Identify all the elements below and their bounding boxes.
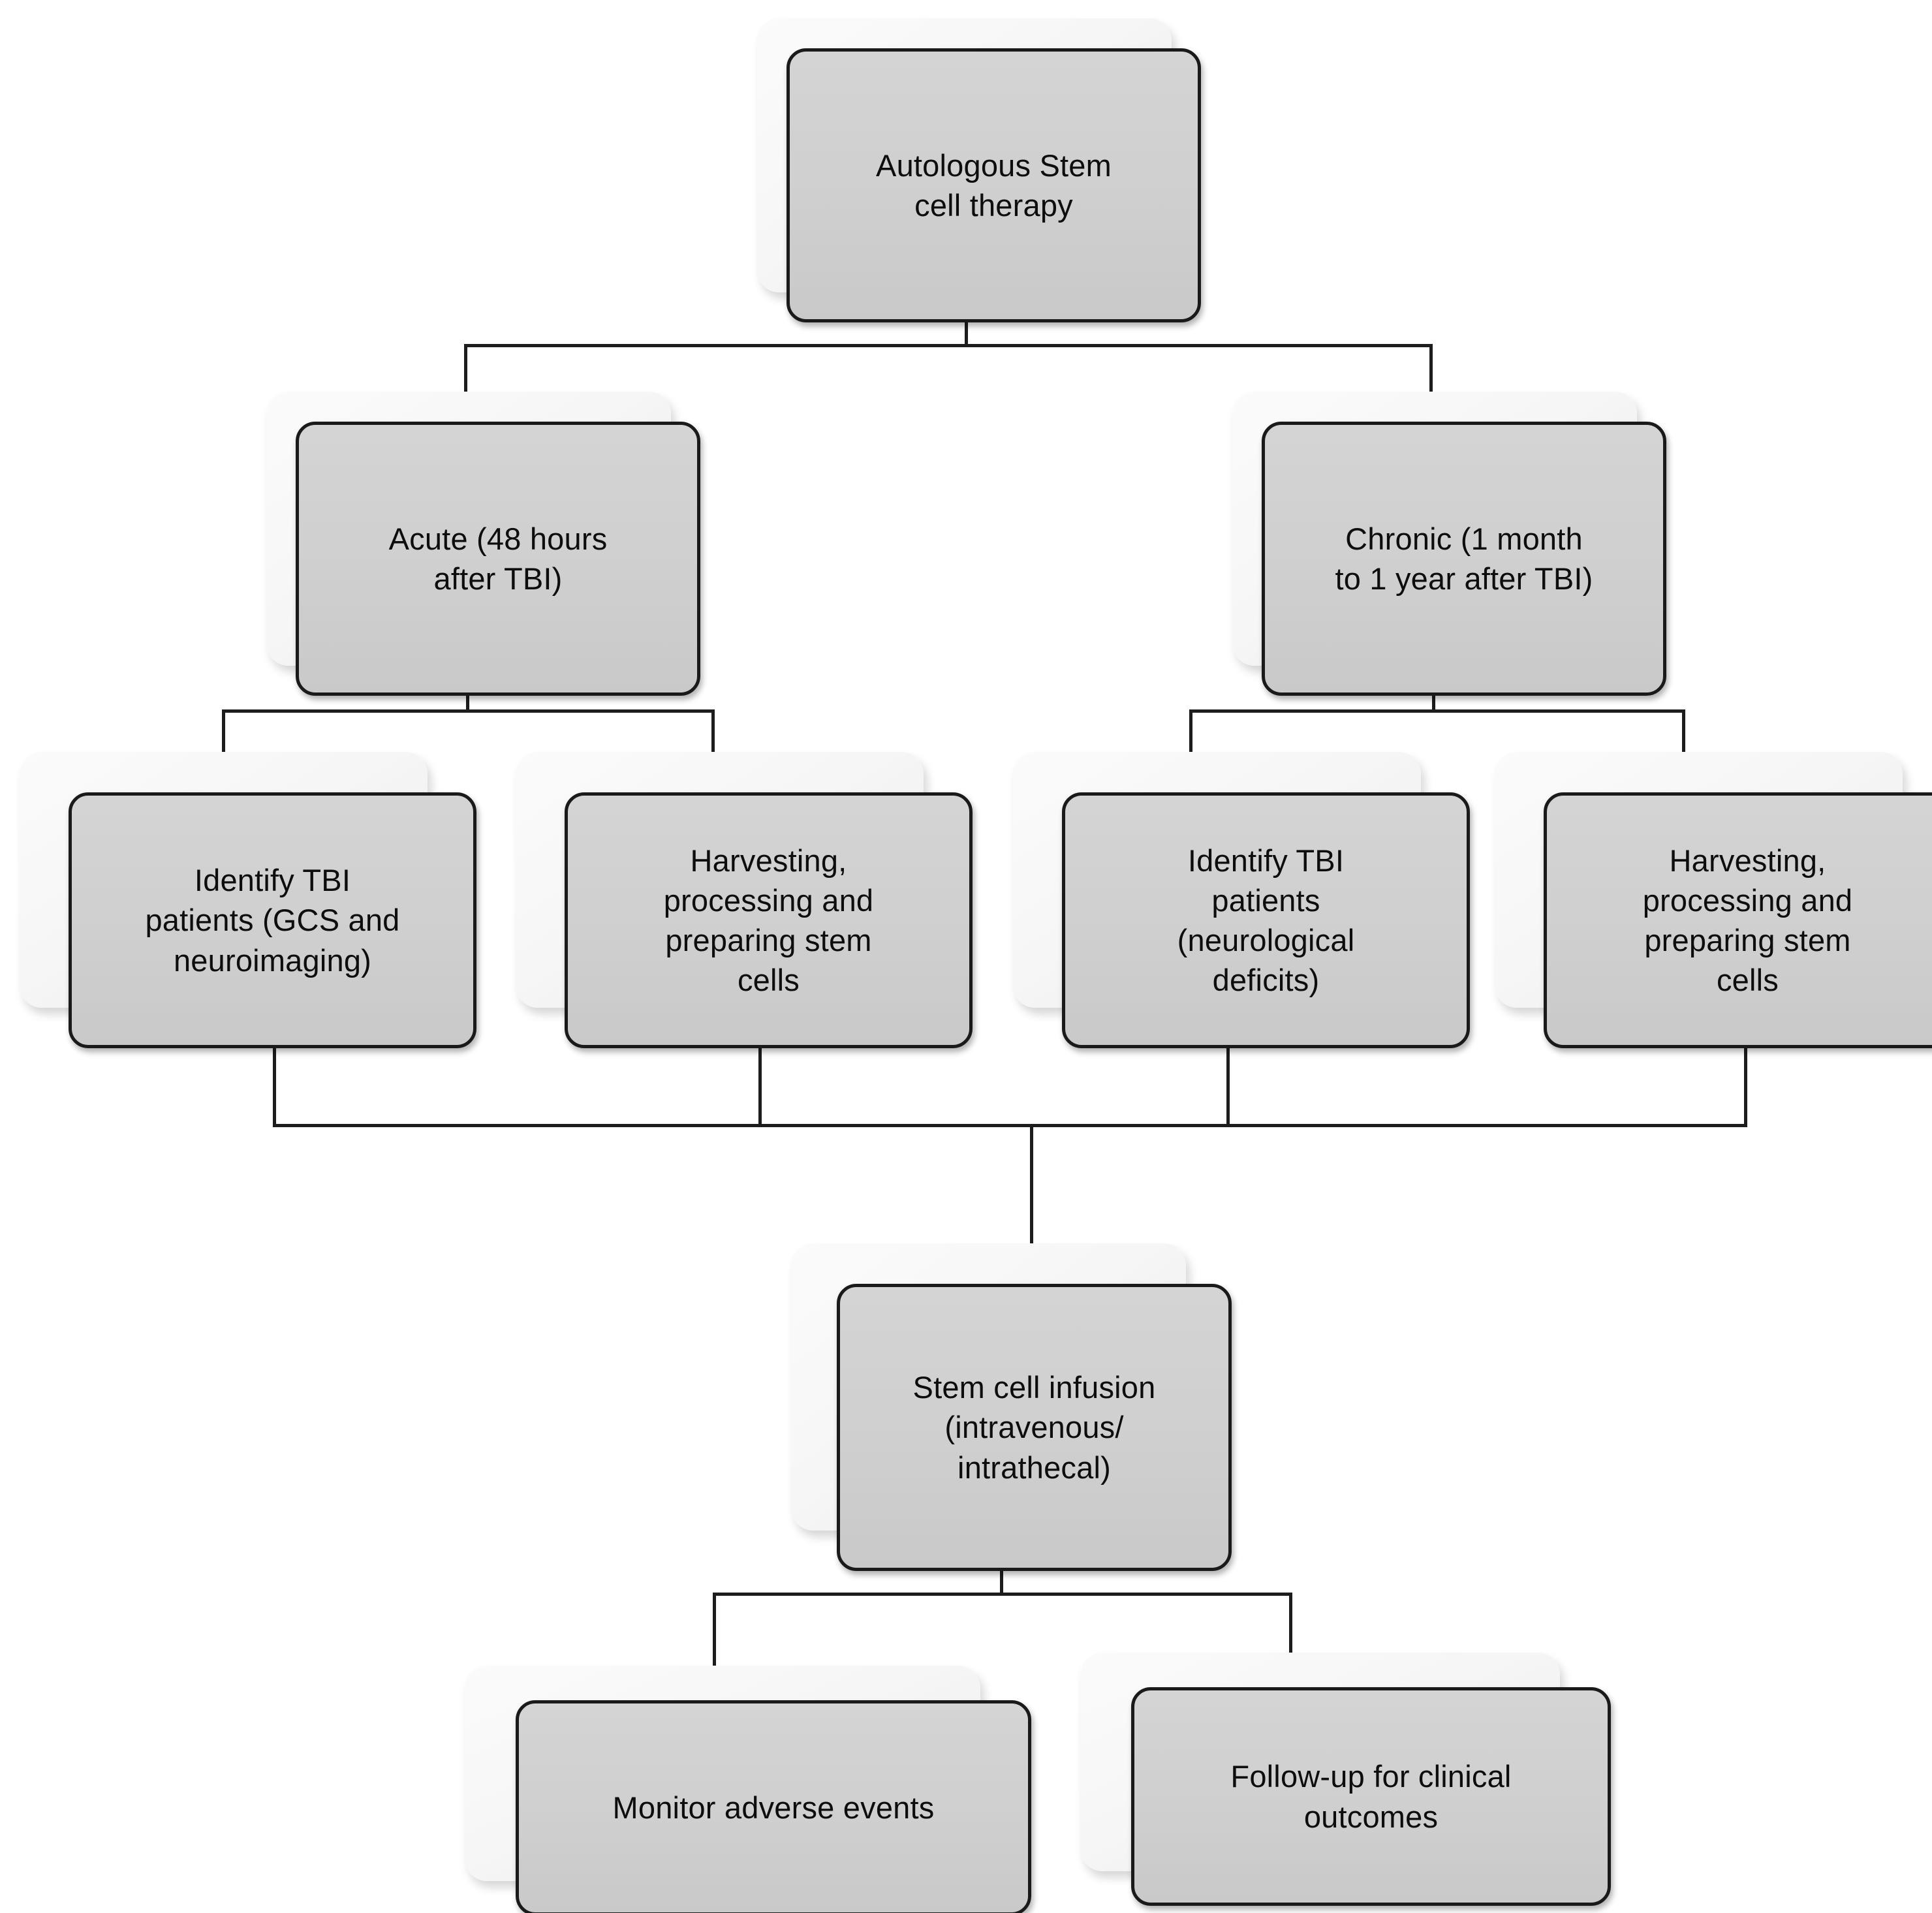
edge-root-stem [965, 311, 968, 347]
node-acute-identify-tbi-patients[interactable]: Identify TBI patients (GCS and neuroimag… [20, 752, 476, 1048]
edge-to-chronic [1429, 344, 1433, 435]
edge-infusion-split-bar [713, 1593, 1292, 1596]
node-box[interactable]: Stem cell infusion (intravenous/ intrath… [837, 1284, 1232, 1571]
node-acute[interactable]: Acute (48 hours after TBI) [266, 392, 700, 696]
node-chronic[interactable]: Chronic (1 month to 1 year after TBI) [1232, 392, 1666, 696]
edge-merge-to-infusion [1030, 1124, 1033, 1254]
node-monitor-adverse-events[interactable]: Monitor adverse events [465, 1666, 1031, 1913]
edge-chronic-split-bar [1189, 709, 1685, 713]
edge-to-monitor [713, 1593, 716, 1666]
edge-acute-split-bar [222, 709, 715, 713]
node-box[interactable]: Follow-up for clinical outcomes [1131, 1687, 1611, 1906]
node-label: Chronic (1 month to 1 year after TBI) [1335, 521, 1593, 596]
node-box[interactable]: Monitor adverse events [516, 1700, 1031, 1913]
node-label: Acute (48 hours after TBI) [388, 521, 608, 596]
node-autologous-stem-cell-therapy[interactable]: Autologous Stem cell therapy [757, 18, 1201, 322]
node-followup-clinical-outcomes[interactable]: Follow-up for clinical outcomes [1080, 1653, 1611, 1906]
node-box[interactable]: Identify TBI patients (GCS and neuroimag… [69, 792, 476, 1048]
node-acute-harvesting-processing[interactable]: Harvesting, processing and preparing ste… [516, 752, 973, 1048]
node-box[interactable]: Autologous Stem cell therapy [787, 48, 1201, 322]
node-label: Harvesting, processing and preparing ste… [1642, 843, 1853, 998]
node-chronic-harvesting-processing[interactable]: Harvesting, processing and preparing ste… [1495, 752, 1932, 1048]
node-box[interactable]: Harvesting, processing and preparing ste… [1544, 792, 1932, 1048]
node-stem-cell-infusion[interactable]: Stem cell infusion (intravenous/ intrath… [791, 1243, 1232, 1571]
node-box[interactable]: Identify TBI patients (neurological defi… [1062, 792, 1470, 1048]
node-label: Harvesting, processing and preparing ste… [663, 843, 874, 998]
node-label: Follow-up for clinical outcomes [1230, 1759, 1512, 1834]
node-label: Identify TBI patients (GCS and neuroimag… [145, 863, 400, 978]
edge-row1-split-bar [464, 344, 1433, 347]
edge-to-followup [1289, 1593, 1292, 1666]
edge-chronic-identify-down [1226, 1046, 1230, 1126]
node-chronic-identify-tbi-patients[interactable]: Identify TBI patients (neurological defi… [1013, 752, 1470, 1048]
node-label: Identify TBI patients (neurological defi… [1177, 843, 1355, 998]
edge-chronic-harvest-down [1744, 1046, 1747, 1126]
edge-acute-identify-down [273, 1046, 276, 1126]
node-box[interactable]: Acute (48 hours after TBI) [296, 422, 700, 696]
node-box[interactable]: Harvesting, processing and preparing ste… [565, 792, 973, 1048]
node-label: Stem cell infusion (intravenous/ intrath… [912, 1370, 1156, 1485]
node-box[interactable]: Chronic (1 month to 1 year after TBI) [1262, 422, 1666, 696]
node-label: Autologous Stem cell therapy [876, 148, 1112, 223]
edge-acute-harvest-down [758, 1046, 762, 1126]
edge-infusion-stem [1000, 1560, 1003, 1596]
node-label: Monitor adverse events [612, 1790, 935, 1826]
edge-to-acute [464, 344, 467, 435]
edge-merge-bar [273, 1124, 1747, 1127]
